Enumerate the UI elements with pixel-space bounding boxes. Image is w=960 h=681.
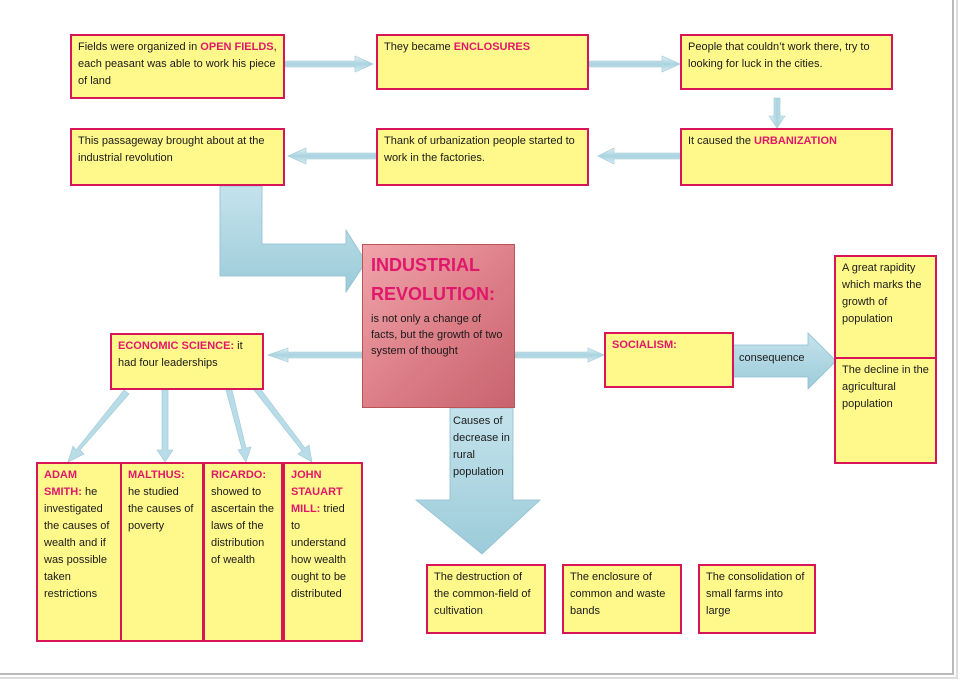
arrow-factories-to-passageway [287,147,377,165]
central-industrial-revolution: INDUSTRIAL REVOLUTION: is not only a cha… [362,244,515,408]
box-cities: People that couldn’t work there, try to … [680,34,893,90]
box-smith-text: he investigated the causes of wealth and… [44,486,110,600]
arrow-economic-to-malthus [156,389,174,463]
box-mill-text: tried to understand how wealth ought to … [291,503,347,600]
box-urbanization-highlight: URBANIZATION [754,135,837,147]
arrow-economic-to-ricardo [225,389,252,463]
arrow-socialism-consequence [732,332,837,390]
box-smith-heading: ADAM SMITH: [44,469,82,498]
central-subtitle: is not only a change of facts, but the g… [371,313,503,357]
box-enclosures: They became ENCLOSURES [376,34,589,90]
arrow-passageway-to-revolution [219,185,367,294]
box-urbanization: It caused the URBANIZATION [680,128,893,186]
box-open-fields-text-post: , each peasant was able to work his piec… [78,41,277,87]
box-passageway: This passageway brought about at the ind… [70,128,285,186]
box-economic-highlight: ECONOMIC SCIENCE: [118,340,235,352]
box-ricardo-heading: RICARDO: [211,469,266,481]
box-socialism-highlight: SOCIALISM: [612,339,677,351]
box-malthus-text: he studied the causes of poverty [128,486,194,532]
box-open-fields-text-pre: Fields were organized in [78,41,201,53]
box-adam-smith: ADAM SMITH: he investigated the causes o… [36,462,122,642]
arrow-cities-to-urbanization [768,97,786,129]
box-consolidation-text: The consolidation of small farms into la… [706,571,805,617]
box-enclosures-highlight: ENCLOSURES [453,41,531,53]
box-destruction-text: The destruction of the common-field of c… [434,571,531,617]
arrow-open-to-enclosures [284,55,374,73]
arrow-revolution-to-economic [267,347,363,363]
box-john-stuart-mill: JOHN STAUART MILL: tried to understand h… [283,462,363,642]
box-economic-text: it had four leaderships [118,340,243,369]
box-factories: Thank of urbanization people started to … [376,128,589,186]
box-ricardo: RICARDO: showed to ascertain the laws of… [203,462,283,642]
box-cities-text: People that couldn’t work there, try to … [688,41,870,70]
box-consolidation: The consolidation of small farms into la… [698,564,816,634]
box-destruction: The destruction of the common-field of c… [426,564,546,634]
box-socialism: SOCIALISM: [604,332,734,388]
arrow-urbanization-to-factories [597,147,681,165]
arrow-enclosures-to-cities [588,55,681,73]
box-rapidity: A great rapidity which marks the growth … [834,255,937,359]
box-enclosures-text: They became [384,41,454,53]
arrow-economic-to-mill [253,386,313,463]
box-decline-text: The decline in the agricultural populati… [842,364,929,410]
arrow-revolution-to-socialism [514,347,605,363]
box-passageway-text: This passageway brought about at the ind… [78,135,265,164]
box-urbanization-text: It caused the [688,135,755,147]
box-decline: The decline in the agricultural populati… [834,357,937,464]
central-title: INDUSTRIAL REVOLUTION: [371,255,495,304]
box-malthus-heading: MALTHUS: [128,469,185,481]
box-economic-science: ECONOMIC SCIENCE: it had four leadership… [110,333,264,390]
label-consequence: consequence [739,352,805,364]
box-ricardo-text: showed to ascertain the laws of the dist… [211,486,274,566]
box-rapidity-text: A great rapidity which marks the growth … [842,262,922,325]
box-open-fields-highlight: OPEN FIELDS [200,41,274,53]
box-malthus: MALTHUS: he studied the causes of povert… [120,462,204,642]
box-open-fields: Fields were organized in OPEN FIELDS, ea… [70,34,285,99]
label-causes: Causes of decrease in rural population [453,415,510,478]
box-enclosure-common: The enclosure of common and waste bands [562,564,682,634]
arrow-causes-down [414,407,542,555]
box-mill-heading: JOHN STAUART MILL: [291,469,343,515]
arrow-economic-to-smith [67,389,130,463]
box-enclosure-common-text: The enclosure of common and waste bands [570,571,666,617]
box-factories-text: Thank of urbanization people started to … [384,135,575,164]
